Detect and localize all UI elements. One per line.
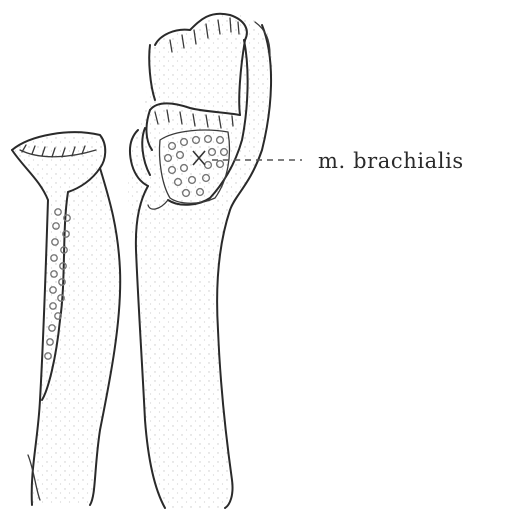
muscle-label: m. brachialis xyxy=(318,149,464,173)
right-bone xyxy=(128,14,272,508)
left-bone xyxy=(12,132,120,505)
